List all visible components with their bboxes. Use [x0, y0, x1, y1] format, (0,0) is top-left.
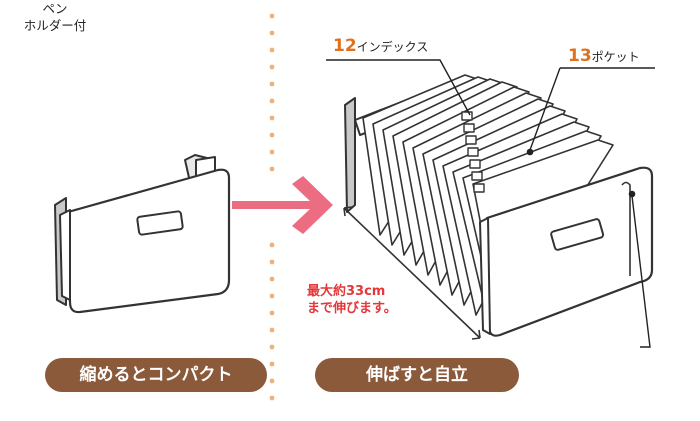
expand-arrow-icon [232, 176, 333, 234]
pen-holder-line1: ペン [42, 1, 68, 16]
pocket-count-callout: 13ポケット [568, 46, 640, 66]
expanded-folder-illustration [343, 74, 654, 340]
pen-holder-line2: ホルダー付 [23, 18, 87, 33]
compact-folder-illustration [54, 154, 231, 314]
dotted-divider [269, 13, 275, 401]
expansion-note: 最大約33cm まで伸びます。 [307, 283, 397, 317]
pocket-count: 13 [568, 46, 592, 66]
expansion-note-line2: まで伸びます。 [307, 301, 397, 316]
expansion-note-line1: 最大約33cm [307, 284, 386, 299]
index-label: インデックス [356, 40, 429, 54]
index-count: 12 [333, 36, 357, 56]
pocket-label: ポケット [591, 50, 640, 64]
pen-holder-callout: ペン ホルダー付 [0, 0, 110, 34]
callout-leader-lines [326, 59, 655, 348]
compact-label-pill: 縮めるとコンパクト [45, 358, 267, 392]
index-count-callout: 12インデックス [333, 36, 428, 56]
expanded-label-pill: 伸ばすと自立 [315, 358, 519, 392]
